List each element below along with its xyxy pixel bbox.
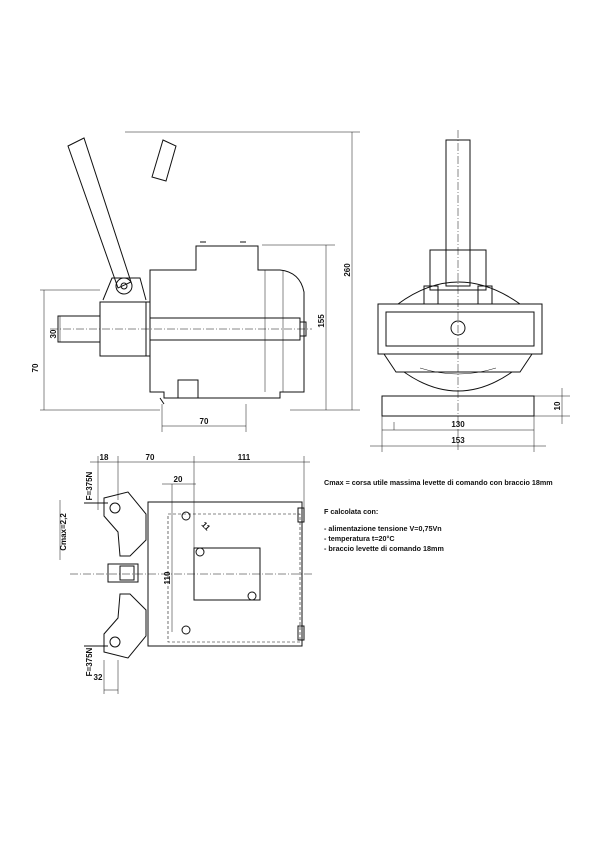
dim-30: 30 xyxy=(49,329,58,338)
dim-130: 130 xyxy=(451,420,465,429)
dim-153: 153 xyxy=(451,436,465,445)
dim-110: 110 xyxy=(163,571,172,584)
dim-32: 32 xyxy=(94,673,103,682)
top-view: 18 70 111 20 11 110 32 F=375N F=375N Cma… xyxy=(59,453,312,694)
dim-155: 155 xyxy=(317,314,326,328)
note-f-heading: F calcolata con: xyxy=(324,507,379,516)
note-cmax-definition: Cmax = corsa utile massima levette di co… xyxy=(324,478,553,487)
dim-70-top: 70 xyxy=(146,453,155,462)
dim-20: 20 xyxy=(174,475,183,484)
dim-10: 10 xyxy=(553,401,562,410)
force-label-bottom: F=375N xyxy=(85,647,94,676)
note-item: - braccio levette di comando 18mm xyxy=(324,544,444,553)
dim-260: 260 xyxy=(343,263,352,277)
dim-70-horizontal: 70 xyxy=(200,417,209,426)
dim-111: 111 xyxy=(238,453,251,462)
force-label-top: F=375N xyxy=(85,471,94,500)
dim-11: 11 xyxy=(200,520,213,533)
dim-70-vertical: 70 xyxy=(31,363,40,372)
lever-alt-position xyxy=(151,139,177,182)
note-item: - alimentazione tensione V=0,75Vn xyxy=(324,524,442,533)
cmax-label: Cmax=2,2 xyxy=(59,513,68,551)
dim-18: 18 xyxy=(100,453,109,462)
front-view: 30 70 70 155 260 xyxy=(31,131,360,432)
side-view: 10 130 153 xyxy=(370,130,570,452)
note-item: - temperatura t=20°C xyxy=(324,534,395,543)
lever-arm xyxy=(67,137,132,289)
